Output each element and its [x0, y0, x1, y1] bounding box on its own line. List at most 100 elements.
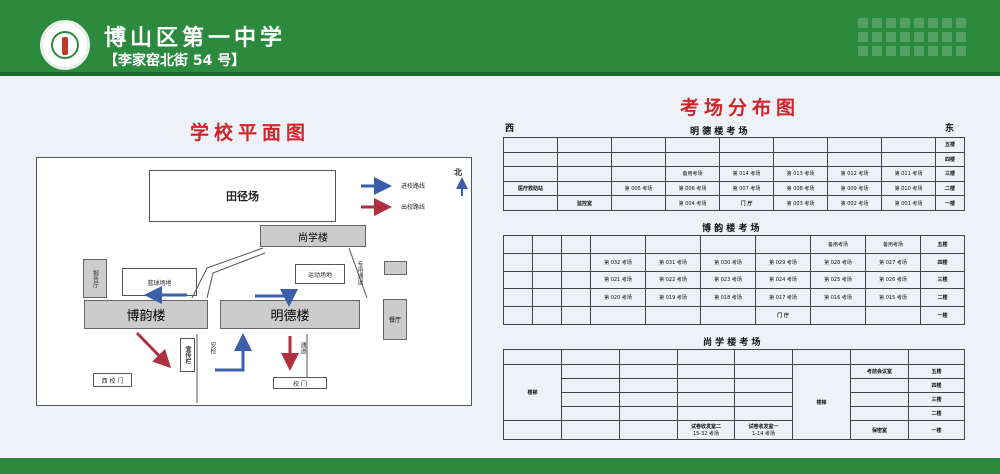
school-name: 博山区第一中学: [104, 25, 287, 51]
cell: 第 032 考场: [590, 252, 646, 272]
floor-label: 一楼: [935, 195, 965, 211]
receive-room-1-note: 1-14 考场: [752, 431, 775, 437]
security-check: 安检: [209, 342, 216, 354]
cell: [850, 406, 909, 421]
cell: [645, 306, 701, 325]
boyun-title: 博 韵 楼 考 场: [702, 224, 760, 234]
cell: [792, 349, 851, 365]
cell: 第 017 考场: [755, 288, 811, 308]
cell: [590, 235, 646, 254]
report-hall: 报告厅: [83, 259, 107, 298]
canteen: 餐厅: [383, 299, 407, 340]
passage: 通道: [299, 342, 306, 354]
cell: [611, 195, 666, 211]
cell: 第 012 考场: [827, 166, 882, 182]
small-building: [384, 261, 407, 275]
cell: [881, 137, 936, 153]
receive-room-2-label: 试卷收发室二: [690, 424, 721, 430]
cell: 第 029 考场: [755, 252, 811, 272]
track-field: 田径场: [149, 170, 336, 222]
cell: [619, 420, 678, 440]
cell: 第 009 考场: [827, 180, 882, 197]
floor-label: 四楼: [908, 378, 965, 393]
cell: [865, 306, 921, 325]
cell: 备用考场: [665, 166, 720, 182]
cell: 医疗救助站: [503, 180, 558, 197]
cell: 第 006 考场: [665, 180, 720, 197]
mingde-table: 五楼 四楼 备用考场第 014 考场第 013 考场第 012 考场第 011 …: [503, 137, 965, 211]
cell: 第 031 考场: [645, 252, 701, 272]
cell: 第 001 考场: [881, 195, 936, 211]
cell: 第 016 考场: [810, 288, 866, 308]
cell: [503, 306, 533, 325]
cell: 第 010 考场: [881, 180, 936, 197]
cell: 第 027 考场: [865, 252, 921, 272]
cell: [827, 137, 882, 153]
floor-label: 四楼: [935, 151, 965, 168]
cell: 第 003 考场: [773, 195, 828, 211]
cell: 第 025 考场: [810, 270, 866, 290]
cell: [561, 288, 591, 308]
cell: [677, 349, 735, 365]
cell: 第 024 考场: [755, 270, 811, 290]
cell: 第 015 考场: [865, 288, 921, 308]
cell: [557, 137, 612, 153]
floor-label: 五楼: [935, 137, 965, 153]
cell: [503, 195, 558, 211]
cell: [561, 306, 591, 325]
map-title: 学校平面图: [189, 122, 310, 144]
cell: [561, 364, 620, 379]
cell: [700, 306, 756, 325]
cell: [665, 151, 720, 168]
floor-label: 四楼: [920, 252, 965, 272]
exit-route-label: 出校路线: [401, 204, 426, 211]
school-logo-icon: [40, 20, 90, 70]
cell: 第 018 考场: [700, 288, 756, 308]
shangxue-title: 尚 学 楼 考 场: [703, 338, 761, 348]
cell: [611, 151, 666, 168]
cell: 第 030 考场: [700, 252, 756, 272]
cell: [503, 349, 562, 365]
cell: [734, 378, 793, 393]
cell: [503, 137, 558, 153]
cell: 第 002 考场: [827, 195, 882, 211]
cell: [557, 180, 612, 197]
cell: [850, 392, 909, 407]
archive-room: 保密室: [850, 420, 909, 440]
cell: [677, 392, 735, 407]
cell: 第 023 考场: [700, 270, 756, 290]
cell: [561, 235, 591, 254]
west-label: 西: [505, 124, 515, 134]
cell: 第 013 考场: [773, 166, 828, 182]
cell: [532, 288, 562, 308]
cell: 备用考场: [810, 235, 866, 254]
cell: [561, 378, 620, 393]
entry-route-label: 进校路线: [401, 183, 426, 190]
cell: [734, 349, 793, 365]
cell: 监控室: [557, 195, 612, 211]
cell: [908, 349, 965, 365]
cell: [619, 378, 678, 393]
cell: [561, 349, 620, 365]
shangxue-building: 尚学楼: [260, 225, 366, 247]
cell: [590, 306, 646, 325]
cell: [503, 420, 562, 440]
header-bar: [0, 0, 1000, 76]
cell: [532, 306, 562, 325]
cell: [734, 392, 793, 407]
special-lane: 专用通道: [356, 261, 363, 285]
cell: [827, 151, 882, 168]
cell: 第 028 考场: [810, 252, 866, 272]
cell: [503, 166, 558, 182]
cell: 门 厅: [755, 306, 811, 325]
footer-bar: [0, 458, 1000, 474]
cell: 第 004 考场: [665, 195, 720, 211]
floor-label: 一楼: [920, 306, 965, 325]
cell: [773, 137, 828, 153]
cell: 第 014 考场: [719, 166, 774, 182]
cell: [503, 252, 533, 272]
cell: [619, 349, 678, 365]
exit-route-boyun: [135, 331, 172, 369]
